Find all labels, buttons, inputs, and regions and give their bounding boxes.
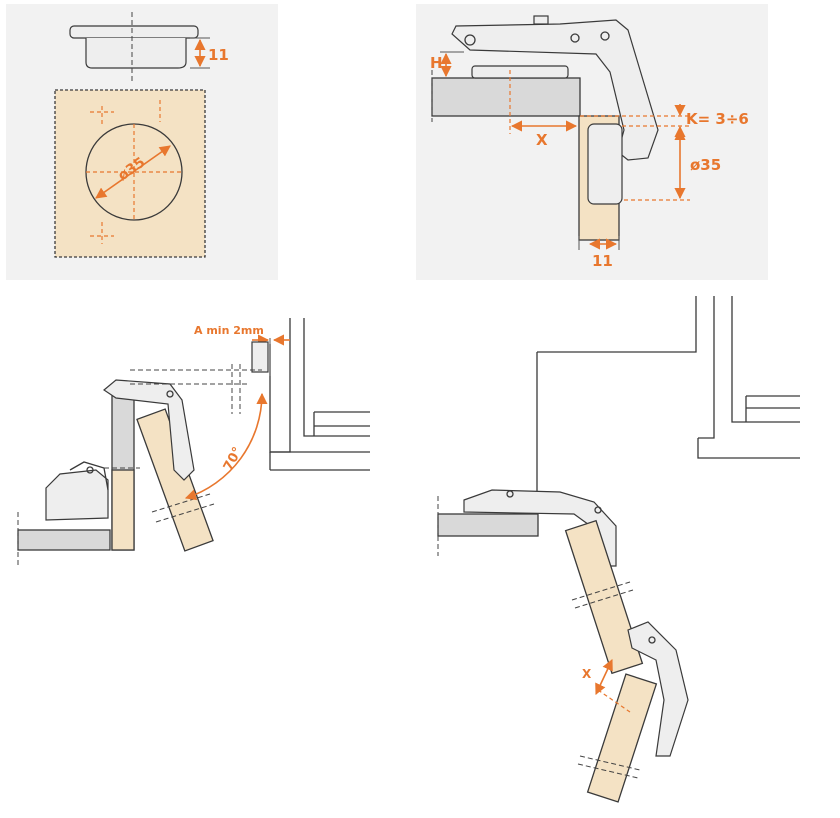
x-offset-label: X xyxy=(582,667,592,681)
x-label: X xyxy=(536,131,548,149)
panel-opening-angle: A min 2mm 70° xyxy=(17,318,370,566)
hinge-arm xyxy=(451,15,659,161)
h-dimension: H xyxy=(430,51,464,78)
angle-label: 70° xyxy=(221,445,246,474)
cup-depth-dimension: 11 xyxy=(190,37,229,69)
door-leaf-lower xyxy=(586,673,658,803)
cup-diameter-label: ø35 xyxy=(690,156,721,174)
gap-dimension: A min 2mm xyxy=(194,324,290,376)
panel-cup-boring: 11 ø35 xyxy=(6,4,278,280)
door-face: ø35 xyxy=(54,89,206,258)
cabinet-side-board xyxy=(437,513,539,537)
door-thickness-label: 11 xyxy=(592,252,613,270)
upper-hinge xyxy=(463,489,617,567)
adjacent-cabinet xyxy=(269,318,370,471)
adjacent-cabinet xyxy=(536,296,800,520)
hinge-cup xyxy=(587,123,623,205)
lower-hinge xyxy=(627,621,689,757)
x-dimension: X xyxy=(510,120,578,149)
cup-diameter-dimension: ø35 xyxy=(624,128,721,201)
hinge-arm-closed xyxy=(45,461,109,521)
door-thickness-dimension: 11 xyxy=(578,236,620,270)
panel-bifold: X xyxy=(437,296,800,803)
cabinet-side-board xyxy=(17,529,111,551)
mounting-plate xyxy=(471,65,569,79)
h-label: H xyxy=(430,54,443,72)
cup-depth-label: 11 xyxy=(208,46,229,64)
k-label: K= 3÷6 xyxy=(686,110,749,128)
opening-angle-arc: 70° xyxy=(184,392,268,501)
door-leaf-upper xyxy=(564,519,644,675)
panel-overlay-profile: H X K= 3÷6 ø35 11 xyxy=(416,4,768,280)
cabinet-side-board xyxy=(431,77,581,117)
hinge-cup-profile xyxy=(69,12,199,84)
x-offset-dimension: X xyxy=(582,658,631,713)
gap-label: A min 2mm xyxy=(194,324,264,337)
